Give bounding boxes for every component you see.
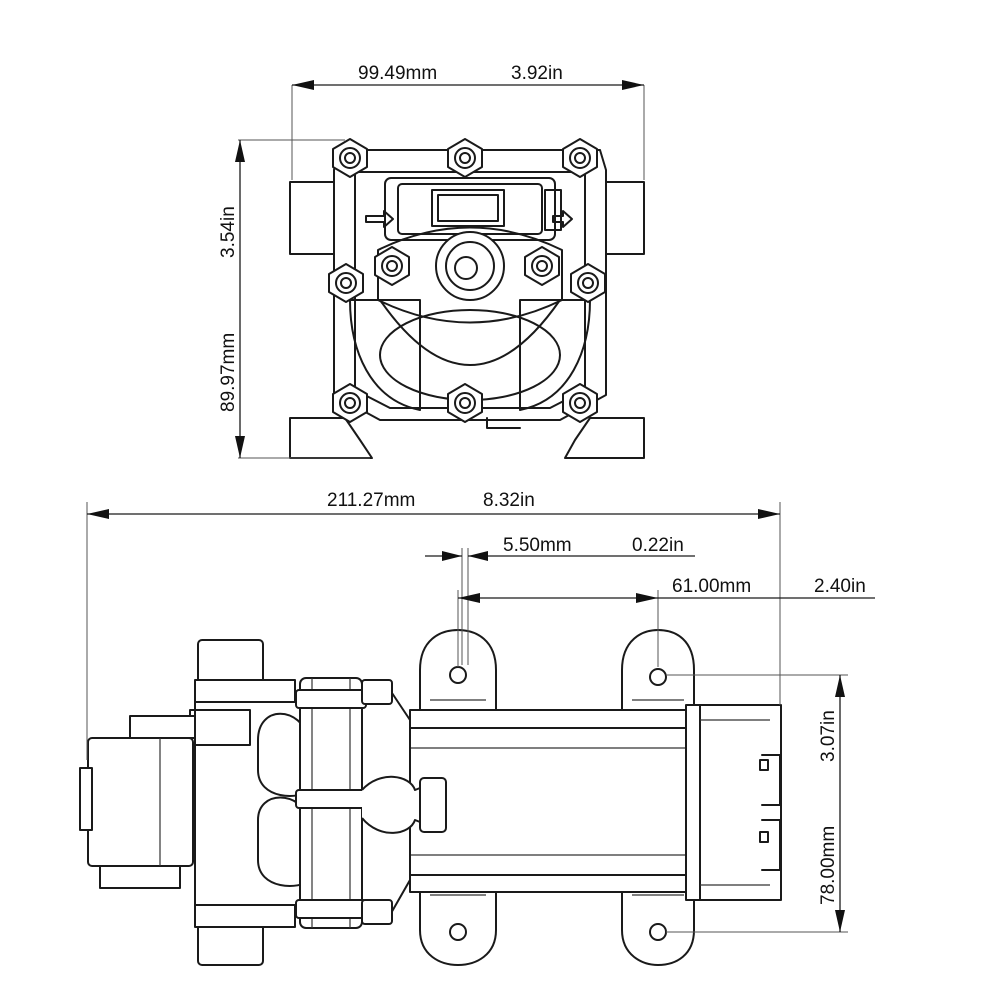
top-height-in: 3.54in [218,206,239,258]
left-foot [289,417,373,459]
hole-diameter-dimension: 5.50mm 0.22in [425,535,695,665]
overall-length-dimension: 211.27mm 8.32in [86,490,781,760]
mount-ear-bottom-left [419,879,497,966]
hole-spacing-dimension: 61.00mm 2.40in [457,576,875,667]
top-width-mm: 99.49mm [358,63,437,84]
hole-spacing-in: 2.40in [814,576,866,597]
mount-width-in: 3.07in [818,710,839,762]
inlet-port [197,639,264,686]
top-height-mm: 89.97mm [218,333,239,412]
end-view [289,138,645,459]
mount-ear-bottom-right [621,879,695,966]
mount-width-mm: 78.00mm [818,826,839,905]
flow-arrow-left [365,210,394,228]
top-width-in: 3.92in [511,63,563,84]
motor-end-cap [685,704,782,901]
overall-length-in: 8.32in [483,490,535,511]
hole-spacing-mm: 61.00mm [672,576,751,597]
hole-dia-in: 0.22in [632,535,684,556]
mount-width-dimension: 3.07in 78.00mm [666,674,848,933]
pressure-switch-side [87,737,194,867]
top-height-dimension: 3.54in 89.97mm [218,139,370,459]
overall-length-mm: 211.27mm [327,490,415,511]
flow-arrow-right [552,210,573,228]
hole-dia-mm: 5.50mm [503,535,572,556]
right-foot [564,417,645,459]
side-view [79,629,782,966]
mount-hole [449,923,467,941]
mount-hole [649,668,667,686]
top-width-dimension: 99.49mm 3.92in [291,63,645,180]
motor-body [409,709,696,893]
